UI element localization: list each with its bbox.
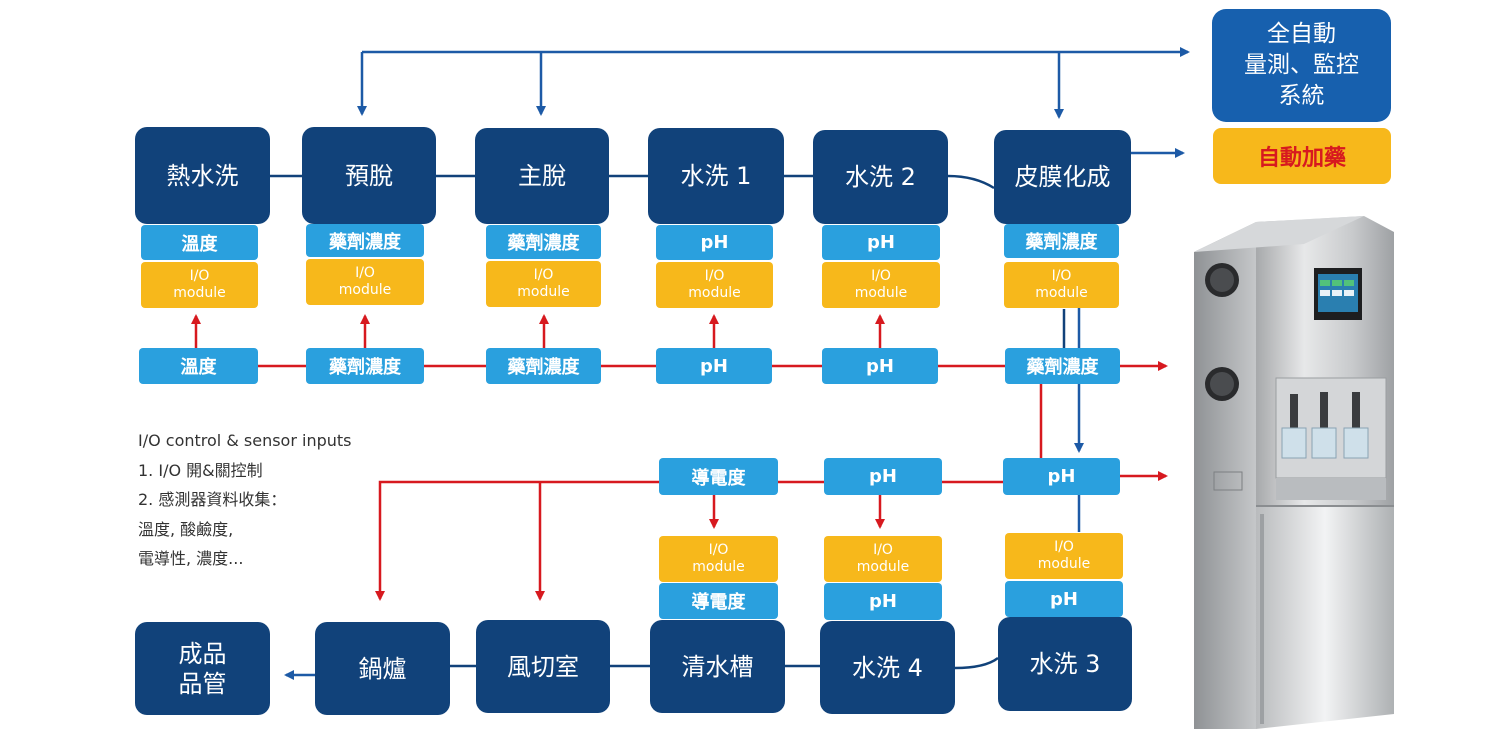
process-boiler: 鍋爐 xyxy=(315,622,450,715)
bottom-sensor-ph: pH xyxy=(1005,581,1123,617)
notes-line: 溫度, 酸鹼度, xyxy=(138,519,234,539)
process-air-knife-room: 風切室 xyxy=(476,620,610,713)
sensor-row2-ph: pH xyxy=(1003,458,1120,495)
top-sensor-ph: pH xyxy=(656,225,773,260)
sensor-row2-conductivity: 導電度 xyxy=(659,458,778,495)
top-sensor-concentration: 藥劑濃度 xyxy=(486,225,601,259)
sensor-row1-ph: pH xyxy=(822,348,938,384)
top-sensor-temperature: 溫度 xyxy=(141,225,258,260)
top-io-module: I/O module xyxy=(1004,262,1119,308)
monitoring-system-box: 全自動 量測、監控 系統 xyxy=(1212,9,1391,122)
process-conversion-coating: 皮膜化成 xyxy=(994,130,1131,224)
sensor-row1-concentration: 藥劑濃度 xyxy=(1005,348,1120,384)
process-rinse-2: 水洗 2 xyxy=(813,130,948,224)
top-io-module: I/O module xyxy=(486,261,601,307)
sensor-row1-temperature: 溫度 xyxy=(139,348,258,384)
notes-line: 2. 感測器資料收集： xyxy=(138,490,287,509)
process-main-degrease: 主脫 xyxy=(475,128,609,224)
sensor-row2-ph: pH xyxy=(824,458,942,495)
auto-dosing-box: 自動加藥 xyxy=(1213,128,1391,184)
top-sensor-ph: pH xyxy=(822,225,940,260)
io-notes: I/O control & sensor inputs 1. I/O 開&關控制… xyxy=(138,426,352,574)
top-io-module: I/O module xyxy=(141,262,258,308)
top-io-module: I/O module xyxy=(306,259,424,305)
process-rinse-4: 水洗 4 xyxy=(820,621,955,714)
bottom-sensor-ph: pH xyxy=(824,583,942,620)
process-hot-rinse: 熱水洗 xyxy=(135,127,270,224)
process-rinse-1: 水洗 1 xyxy=(648,128,784,224)
bottom-io-module: I/O module xyxy=(1005,533,1123,579)
notes-line: 電導性, 濃度... xyxy=(138,549,244,568)
sensor-row1-concentration: 藥劑濃度 xyxy=(486,348,601,384)
sensor-row1-ph: pH xyxy=(656,348,772,384)
bottom-sensor-conductivity: 導電度 xyxy=(659,583,778,619)
top-sensor-concentration: 藥劑濃度 xyxy=(1004,224,1119,258)
process-final-qc: 成品 品管 xyxy=(135,622,270,715)
top-io-module: I/O module xyxy=(822,262,940,308)
process-pre-degrease: 預脫 xyxy=(302,127,436,224)
notes-title: I/O control & sensor inputs xyxy=(138,431,352,450)
top-sensor-concentration: 藥劑濃度 xyxy=(306,224,424,257)
bottom-io-module: I/O module xyxy=(659,536,778,582)
process-clean-water-tank: 清水槽 xyxy=(650,620,785,713)
sensor-row1-concentration: 藥劑濃度 xyxy=(306,348,424,384)
bottom-io-module: I/O module xyxy=(824,536,942,582)
control-cabinet-illustration xyxy=(1194,216,1394,729)
notes-line: 1. I/O 開&關控制 xyxy=(138,460,263,480)
top-io-module: I/O module xyxy=(656,262,773,308)
process-rinse-3: 水洗 3 xyxy=(998,617,1132,711)
